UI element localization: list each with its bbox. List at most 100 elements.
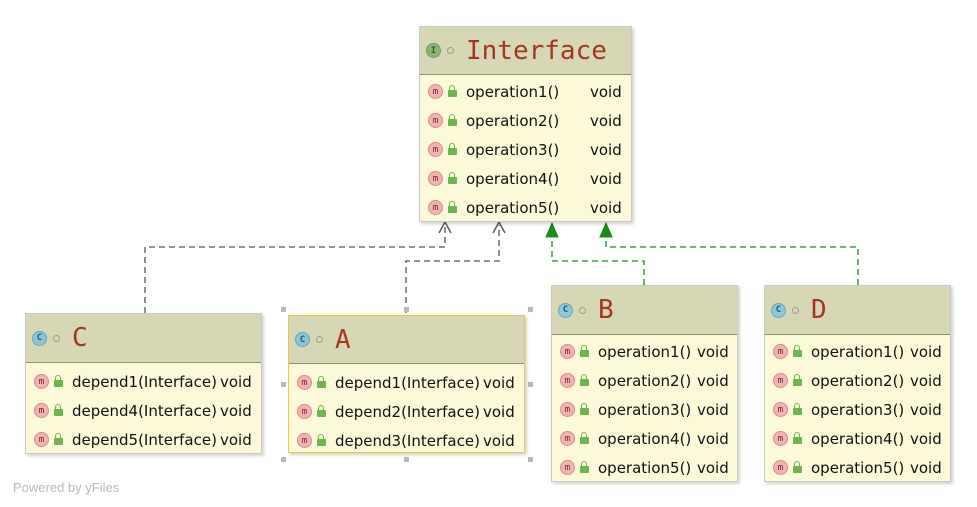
member-name: operation2() bbox=[811, 371, 905, 390]
node-title: A bbox=[335, 324, 351, 355]
class-a-node[interactable]: C A m depend1(Interface) void m depend2(… bbox=[288, 315, 525, 453]
member-name: operation4() bbox=[811, 429, 905, 448]
interface-node[interactable]: I Interface m operation1() void m operat… bbox=[419, 26, 632, 222]
method-icon: m bbox=[560, 431, 575, 446]
method-icon: m bbox=[773, 373, 788, 388]
selection-handle[interactable] bbox=[281, 382, 286, 387]
selection-handle[interactable] bbox=[528, 307, 533, 312]
member-name: operation2() bbox=[598, 371, 692, 390]
member-name: operation1() bbox=[466, 82, 560, 101]
realization-arrowhead-icon bbox=[545, 221, 559, 238]
member-row[interactable]: m depend2(Interface) void bbox=[289, 397, 524, 426]
method-icon: m bbox=[428, 84, 443, 99]
lock-icon bbox=[54, 375, 63, 387]
member-type: void bbox=[590, 169, 622, 188]
member-row[interactable]: m depend4(Interface) void bbox=[26, 396, 261, 425]
member-type: void bbox=[590, 111, 622, 130]
member-row[interactable]: m depend3(Interface) void bbox=[289, 426, 524, 455]
selection-handle[interactable] bbox=[404, 457, 409, 462]
member-type: void bbox=[220, 430, 252, 449]
method-icon: m bbox=[773, 402, 788, 417]
member-type: void bbox=[697, 342, 729, 361]
node-header: C C bbox=[26, 314, 261, 363]
class-type-icon: C bbox=[771, 302, 786, 318]
lock-icon bbox=[448, 143, 457, 155]
member-row[interactable]: m depend1(Interface) void bbox=[289, 368, 524, 397]
class-type-icon: C bbox=[295, 332, 310, 347]
method-icon: m bbox=[34, 432, 49, 447]
member-list: m operation1() void m operation2() void … bbox=[420, 75, 631, 222]
lock-icon bbox=[317, 434, 326, 446]
member-row[interactable]: m operation2() void bbox=[552, 366, 737, 395]
lock-icon bbox=[54, 404, 63, 416]
member-type: void bbox=[220, 401, 252, 420]
realization-arrowhead-icon bbox=[599, 221, 613, 238]
node-title: C bbox=[72, 323, 88, 353]
member-row[interactable]: m operation1() void bbox=[552, 337, 737, 366]
lock-icon bbox=[793, 345, 802, 357]
member-type: void bbox=[483, 431, 515, 450]
method-icon: m bbox=[428, 113, 443, 128]
class-c-node[interactable]: C C m depend1(Interface) void m depend4(… bbox=[25, 313, 262, 454]
member-type: void bbox=[697, 371, 729, 390]
lock-icon bbox=[580, 403, 589, 415]
member-name: operation2() bbox=[466, 111, 560, 130]
member-name: operation3() bbox=[598, 400, 692, 419]
member-row[interactable]: m operation2() void bbox=[765, 366, 950, 395]
edge-b-to-interface[interactable] bbox=[545, 221, 645, 285]
lock-icon bbox=[793, 374, 802, 386]
member-type: void bbox=[910, 400, 942, 419]
member-name: operation4() bbox=[598, 429, 692, 448]
member-name: depend5(Interface) bbox=[72, 430, 217, 449]
member-row[interactable]: m operation5() void bbox=[420, 193, 631, 222]
open-arrowhead-icon bbox=[492, 220, 506, 234]
selection-handle[interactable] bbox=[528, 382, 533, 387]
member-row[interactable]: m operation4() void bbox=[765, 424, 950, 453]
member-list: m depend1(Interface) void m depend2(Inte… bbox=[289, 364, 524, 455]
selection-handle[interactable] bbox=[404, 307, 409, 312]
member-name: operation1() bbox=[811, 342, 905, 361]
member-type: void bbox=[910, 342, 942, 361]
member-row[interactable]: m operation3() void bbox=[552, 395, 737, 424]
member-row[interactable]: m operation1() void bbox=[765, 337, 950, 366]
method-icon: m bbox=[428, 171, 443, 186]
selection-handle[interactable] bbox=[528, 457, 533, 462]
member-row[interactable]: m operation2() void bbox=[420, 106, 631, 135]
selection-handle[interactable] bbox=[281, 457, 286, 462]
class-d-node[interactable]: C D m operation1() void m operation2() v… bbox=[764, 285, 951, 482]
member-name: operation3() bbox=[466, 140, 560, 159]
edge-c-to-interface[interactable] bbox=[144, 220, 452, 313]
member-row[interactable]: m operation4() void bbox=[420, 164, 631, 193]
method-icon: m bbox=[773, 460, 788, 475]
lock-icon bbox=[448, 114, 457, 126]
member-row[interactable]: m operation5() void bbox=[765, 453, 950, 482]
edge-a-to-interface[interactable] bbox=[405, 220, 506, 313]
member-type: void bbox=[483, 373, 515, 392]
method-icon: m bbox=[428, 200, 443, 215]
member-row[interactable]: m depend1(Interface) void bbox=[26, 367, 261, 396]
member-type: void bbox=[697, 429, 729, 448]
member-type: void bbox=[220, 372, 252, 391]
member-type: void bbox=[910, 458, 942, 477]
member-list: m depend1(Interface) void m depend4(Inte… bbox=[26, 363, 261, 454]
node-title: Interface bbox=[466, 35, 607, 66]
member-type: void bbox=[483, 402, 515, 421]
method-icon: m bbox=[773, 344, 788, 359]
member-row[interactable]: m operation3() void bbox=[420, 135, 631, 164]
class-b-node[interactable]: C B m operation1() void m operation2() v… bbox=[551, 285, 738, 482]
member-row[interactable]: m depend5(Interface) void bbox=[26, 425, 261, 454]
selection-handle[interactable] bbox=[281, 307, 286, 312]
member-row[interactable]: m operation5() void bbox=[552, 453, 737, 482]
node-header: C D bbox=[765, 286, 950, 335]
member-row[interactable]: m operation4() void bbox=[552, 424, 737, 453]
node-header: C B bbox=[552, 286, 737, 335]
member-row[interactable]: m operation3() void bbox=[765, 395, 950, 424]
member-row[interactable]: m operation1() void bbox=[420, 77, 631, 106]
visibility-icon bbox=[316, 336, 323, 343]
edge-d-to-interface[interactable] bbox=[599, 221, 859, 285]
method-icon: m bbox=[297, 375, 312, 390]
lock-icon bbox=[793, 432, 802, 444]
lock-icon bbox=[448, 201, 457, 213]
member-type: void bbox=[910, 429, 942, 448]
